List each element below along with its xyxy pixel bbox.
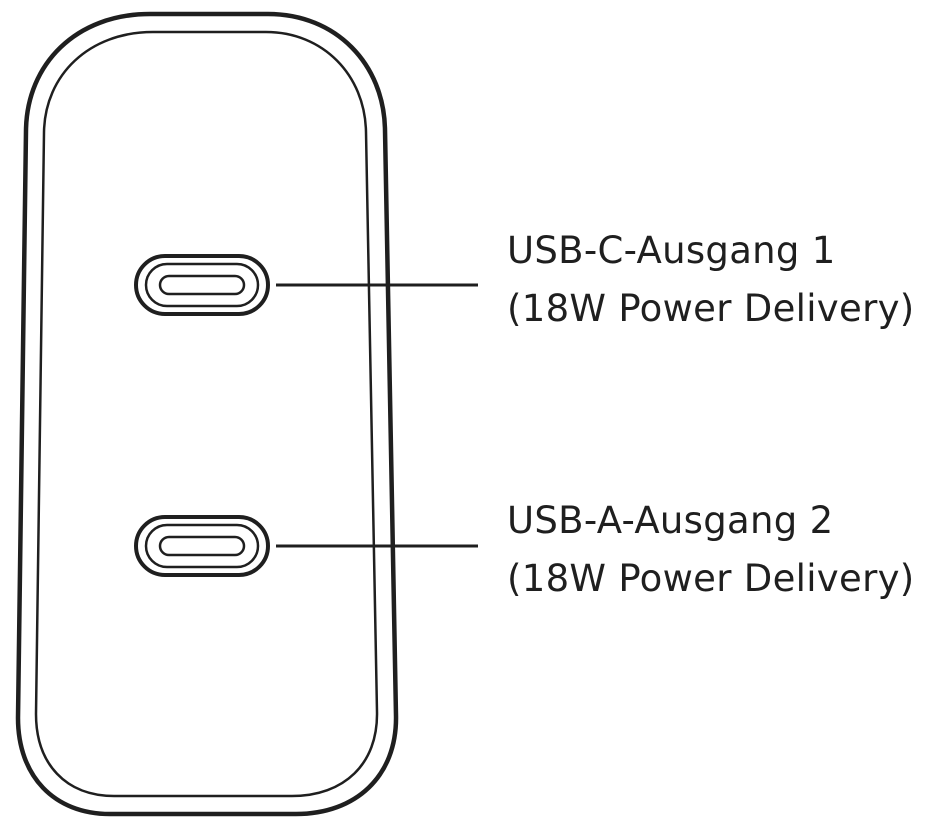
port-2-slot (158, 535, 246, 557)
callout-label-port-1: USB-C-Ausgang 1 (18W Power Delivery) (507, 222, 915, 338)
housing-outer-outline (15, 11, 399, 817)
usb-c-port-2 (134, 515, 270, 577)
port-1-spec: (18W Power Delivery) (507, 287, 915, 330)
port-2-name: USB-A-Ausgang 2 (507, 499, 834, 542)
charger-housing (15, 11, 399, 817)
port-1-slot (158, 274, 246, 296)
callout-label-port-2: USB-A-Ausgang 2 (18W Power Delivery) (507, 492, 915, 608)
usb-c-port-1 (134, 254, 270, 316)
port-1-name: USB-C-Ausgang 1 (507, 229, 836, 272)
housing-inner-outline (34, 30, 379, 798)
port-2-spec: (18W Power Delivery) (507, 557, 915, 600)
